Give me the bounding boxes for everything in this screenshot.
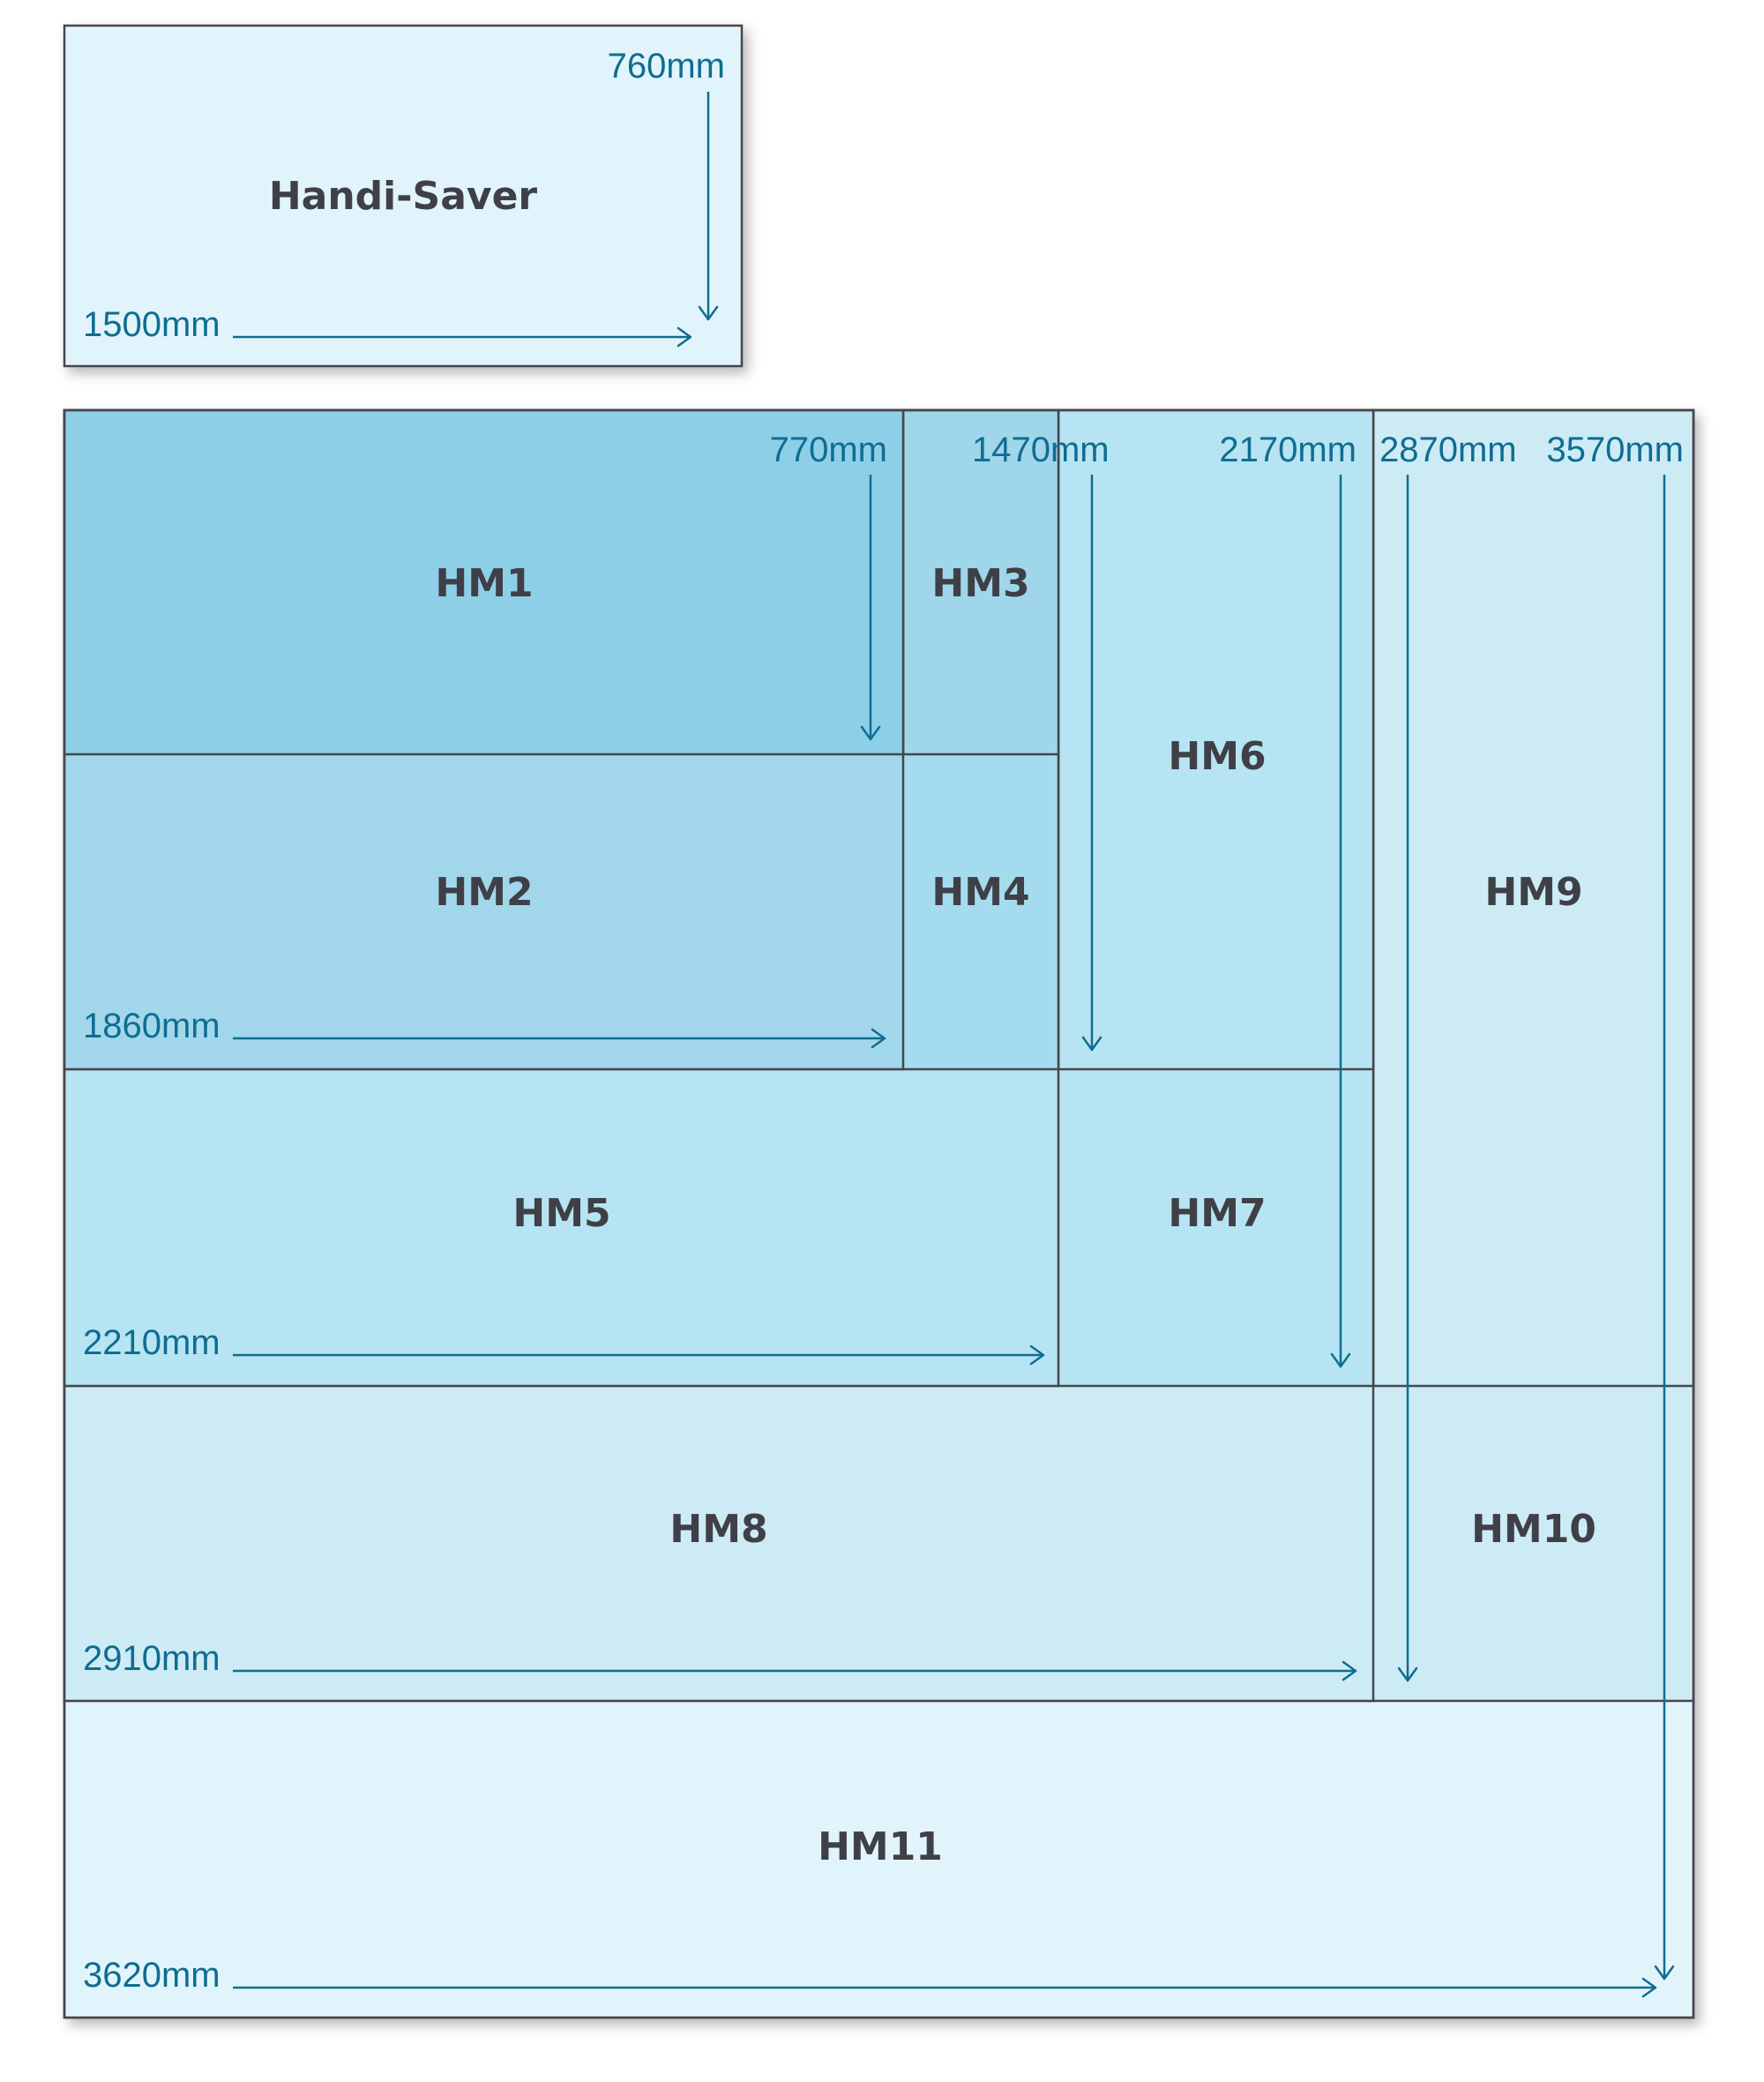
handi-saver-height-arrowhead	[698, 305, 719, 321]
width-1860-arrowhead	[871, 1028, 886, 1049]
panel-labels: HM1 HM2 HM3 HM4 HM5 HM6 HM7 HM8 HM9 HM10…	[435, 561, 1596, 1869]
hm4-label: HM4	[931, 870, 1029, 915]
height-2170-label: 2170mm	[1219, 431, 1357, 469]
hm1-rect	[63, 408, 905, 756]
handi-saver-width-label: 1500mm	[83, 305, 220, 344]
height-2170-arrowhead	[1330, 1352, 1351, 1368]
width-2910-label: 2910mm	[83, 1639, 220, 1678]
handi-saver-rect	[63, 24, 744, 368]
height-3570-label: 3570mm	[1546, 431, 1684, 469]
width-2210-arrowhead	[1029, 1344, 1045, 1366]
hm2-label: HM2	[435, 870, 533, 915]
hm1-label: HM1	[435, 561, 533, 606]
width-2910-arrowhead	[1342, 1660, 1357, 1681]
height-2870-arrowhead	[1397, 1666, 1418, 1682]
nested-panels	[63, 408, 1695, 2019]
hm7-label: HM7	[1168, 1191, 1266, 1236]
hm9-label: HM9	[1484, 870, 1582, 915]
height-dimensions: 770mm 1470mm 2170mm 2870mm 3570mm	[770, 431, 1684, 1981]
width-3620-arrowhead	[1641, 1977, 1657, 1998]
height-770-arrowhead	[860, 725, 881, 741]
outer-border	[63, 408, 1695, 2019]
hm11-label: HM11	[818, 1824, 943, 1869]
handi-saver-label: Handi-Saver	[269, 174, 538, 219]
height-770-label: 770mm	[770, 431, 887, 469]
hm8-label: HM8	[669, 1507, 767, 1552]
height-1470-label: 1470mm	[972, 431, 1110, 469]
handi-saver-height-label: 760mm	[608, 47, 725, 86]
handi-saver-width-arrowhead	[676, 326, 692, 348]
height-3570-arrowhead	[1654, 1965, 1675, 1981]
width-3620-label: 3620mm	[83, 1956, 220, 1995]
hm10-label: HM10	[1471, 1507, 1596, 1552]
hm5-label: HM5	[512, 1191, 610, 1236]
hm6-label: HM6	[1168, 734, 1266, 779]
handi-saver-panel: Handi-Saver 760mm 1500mm	[63, 24, 744, 368]
hm6-rect	[1057, 408, 1375, 1071]
width-2210-label: 2210mm	[83, 1323, 220, 1362]
height-1470-arrowhead	[1081, 1036, 1102, 1052]
width-dimensions: 1860mm 2210mm 2910mm 3620mm	[83, 1007, 1657, 1998]
height-2870-label: 2870mm	[1379, 431, 1517, 469]
hm3-label: HM3	[931, 561, 1029, 606]
width-1860-label: 1860mm	[83, 1007, 220, 1045]
hm9-rect	[1372, 408, 1695, 1388]
